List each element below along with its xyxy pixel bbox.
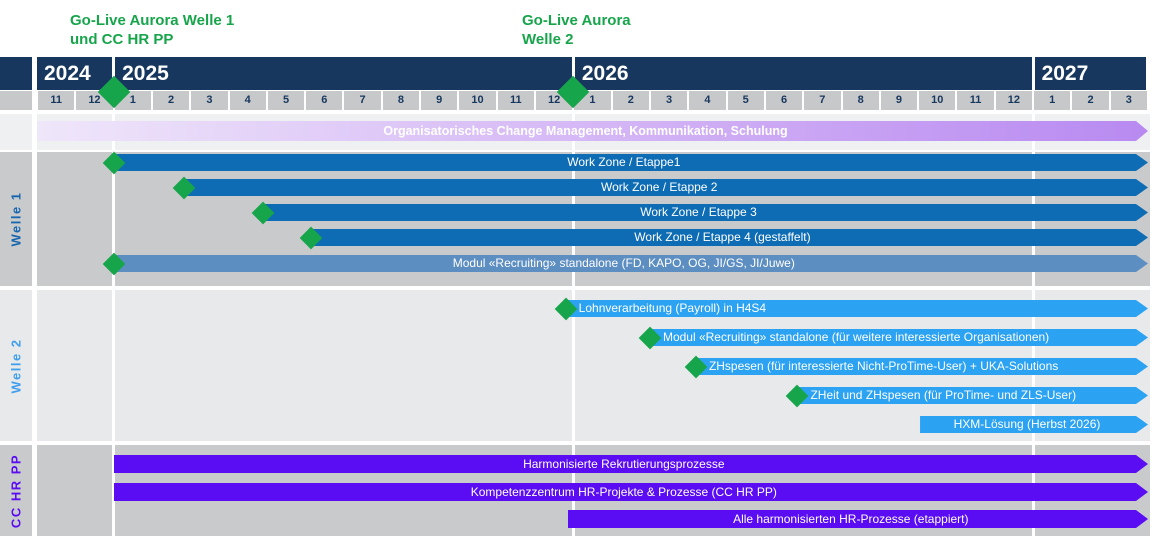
group-label-cchrpp: CC HR PP: [8, 453, 24, 528]
year-header-corner-cell: [0, 57, 32, 90]
gantt-bar: Work Zone / Etappe 4 (gestaffelt): [311, 229, 1148, 246]
gantt-bar: Work Zone / Etappe1: [114, 154, 1148, 171]
group-label-welle1: Welle 1: [8, 191, 24, 247]
gantt-bar: Alle harmonisierten HR-Prozesse (etappie…: [568, 510, 1148, 528]
gantt-bar: Modul «Recruiting» standalone (für weite…: [650, 329, 1148, 346]
month-cell: 6: [306, 91, 343, 110]
year-gridline-2025: [112, 290, 116, 441]
month-cell: 7: [344, 91, 381, 110]
month-cell: 11: [957, 91, 994, 110]
gantt-bar: Kompetenzzentrum HR-Projekte & Prozesse …: [114, 483, 1148, 501]
month-cell: 8: [382, 91, 420, 110]
month-cell: 5: [267, 91, 305, 110]
golive-welle2-line2: Welle 2: [522, 31, 574, 48]
month-cell: 9: [880, 91, 918, 110]
month-cell: 8: [842, 91, 879, 110]
group-band-ocm: Organisatorisches Change Management, Kom…: [0, 114, 1150, 150]
label-column-separator: [32, 152, 37, 286]
group-band-welle2: Welle 2 Lohnverarbeitung (Payroll) in H4S…: [0, 290, 1150, 441]
month-cell: 3: [1110, 91, 1147, 110]
gantt-bar: Modul «Recruiting» standalone (FD, KAPO,…: [114, 255, 1148, 272]
month-cell: 4: [689, 91, 726, 110]
month-cell: 2: [612, 91, 649, 110]
year-cell-2024: 2024: [37, 57, 113, 90]
year-cell-2025: 2025: [115, 57, 572, 90]
year-cell-2026: 2026: [574, 57, 1032, 90]
month-cell: 9: [421, 91, 458, 110]
month-cell: 7: [804, 91, 841, 110]
month-cell: 6: [765, 91, 803, 110]
gantt-bar: ZHeit und ZHspesen (für ProTime- und ZLS…: [797, 387, 1148, 404]
year-gridline-2025: [112, 152, 116, 286]
month-cell: 3: [191, 91, 228, 110]
golive-welle1-annotation: Go-Live Aurora Welle 1 und CC HR PP: [70, 11, 234, 49]
label-column-separator: [32, 290, 37, 441]
golive-welle2-line1: Go-Live Aurora: [522, 12, 631, 29]
gantt-bar: HXM-Lösung (Herbst 2026): [920, 416, 1148, 433]
group-band-cchrpp: CC HR PP Harmonisierte Rekrutierungsproze…: [0, 445, 1150, 536]
month-cell: 10: [459, 91, 496, 110]
label-column-separator: [32, 445, 37, 536]
year-gridline-2026: [571, 290, 575, 441]
label-column-separator: [32, 114, 37, 150]
month-cell: 10: [919, 91, 956, 110]
golive-welle1-line1: Go-Live Aurora Welle 1: [70, 12, 235, 29]
month-cell: 2: [152, 91, 190, 110]
golive-welle2-annotation: Go-Live Aurora Welle 2: [522, 11, 631, 49]
month-cell: 11: [38, 91, 75, 110]
month-cell: 1: [1034, 91, 1071, 110]
month-cell: 11: [497, 91, 535, 110]
gantt-bar: Harmonisierte Rekrutierungsprozesse: [114, 455, 1148, 473]
month-cell: 3: [650, 91, 688, 110]
month-cell: 5: [727, 91, 764, 110]
gantt-bar: Work Zone / Etappe 3: [263, 204, 1148, 221]
month-header-corner-cell: [0, 91, 32, 110]
year-cell-2027: 2027: [1034, 57, 1147, 90]
gantt-bar: ZHspesen (für interessierte Nicht-ProTim…: [696, 358, 1148, 375]
month-cell: 4: [229, 91, 266, 110]
group-label-welle2: Welle 2: [8, 337, 24, 394]
gantt-bar: Work Zone / Etappe 2: [184, 179, 1148, 196]
golive-welle1-line2: und CC HR PP: [70, 31, 174, 48]
gantt-bar: Organisatorisches Change Management, Kom…: [37, 121, 1148, 141]
gantt-bar: Lohnverarbeitung (Payroll) in H4S4: [566, 300, 1148, 317]
month-cell: 12: [995, 91, 1033, 110]
month-cell: 2: [1072, 91, 1109, 110]
